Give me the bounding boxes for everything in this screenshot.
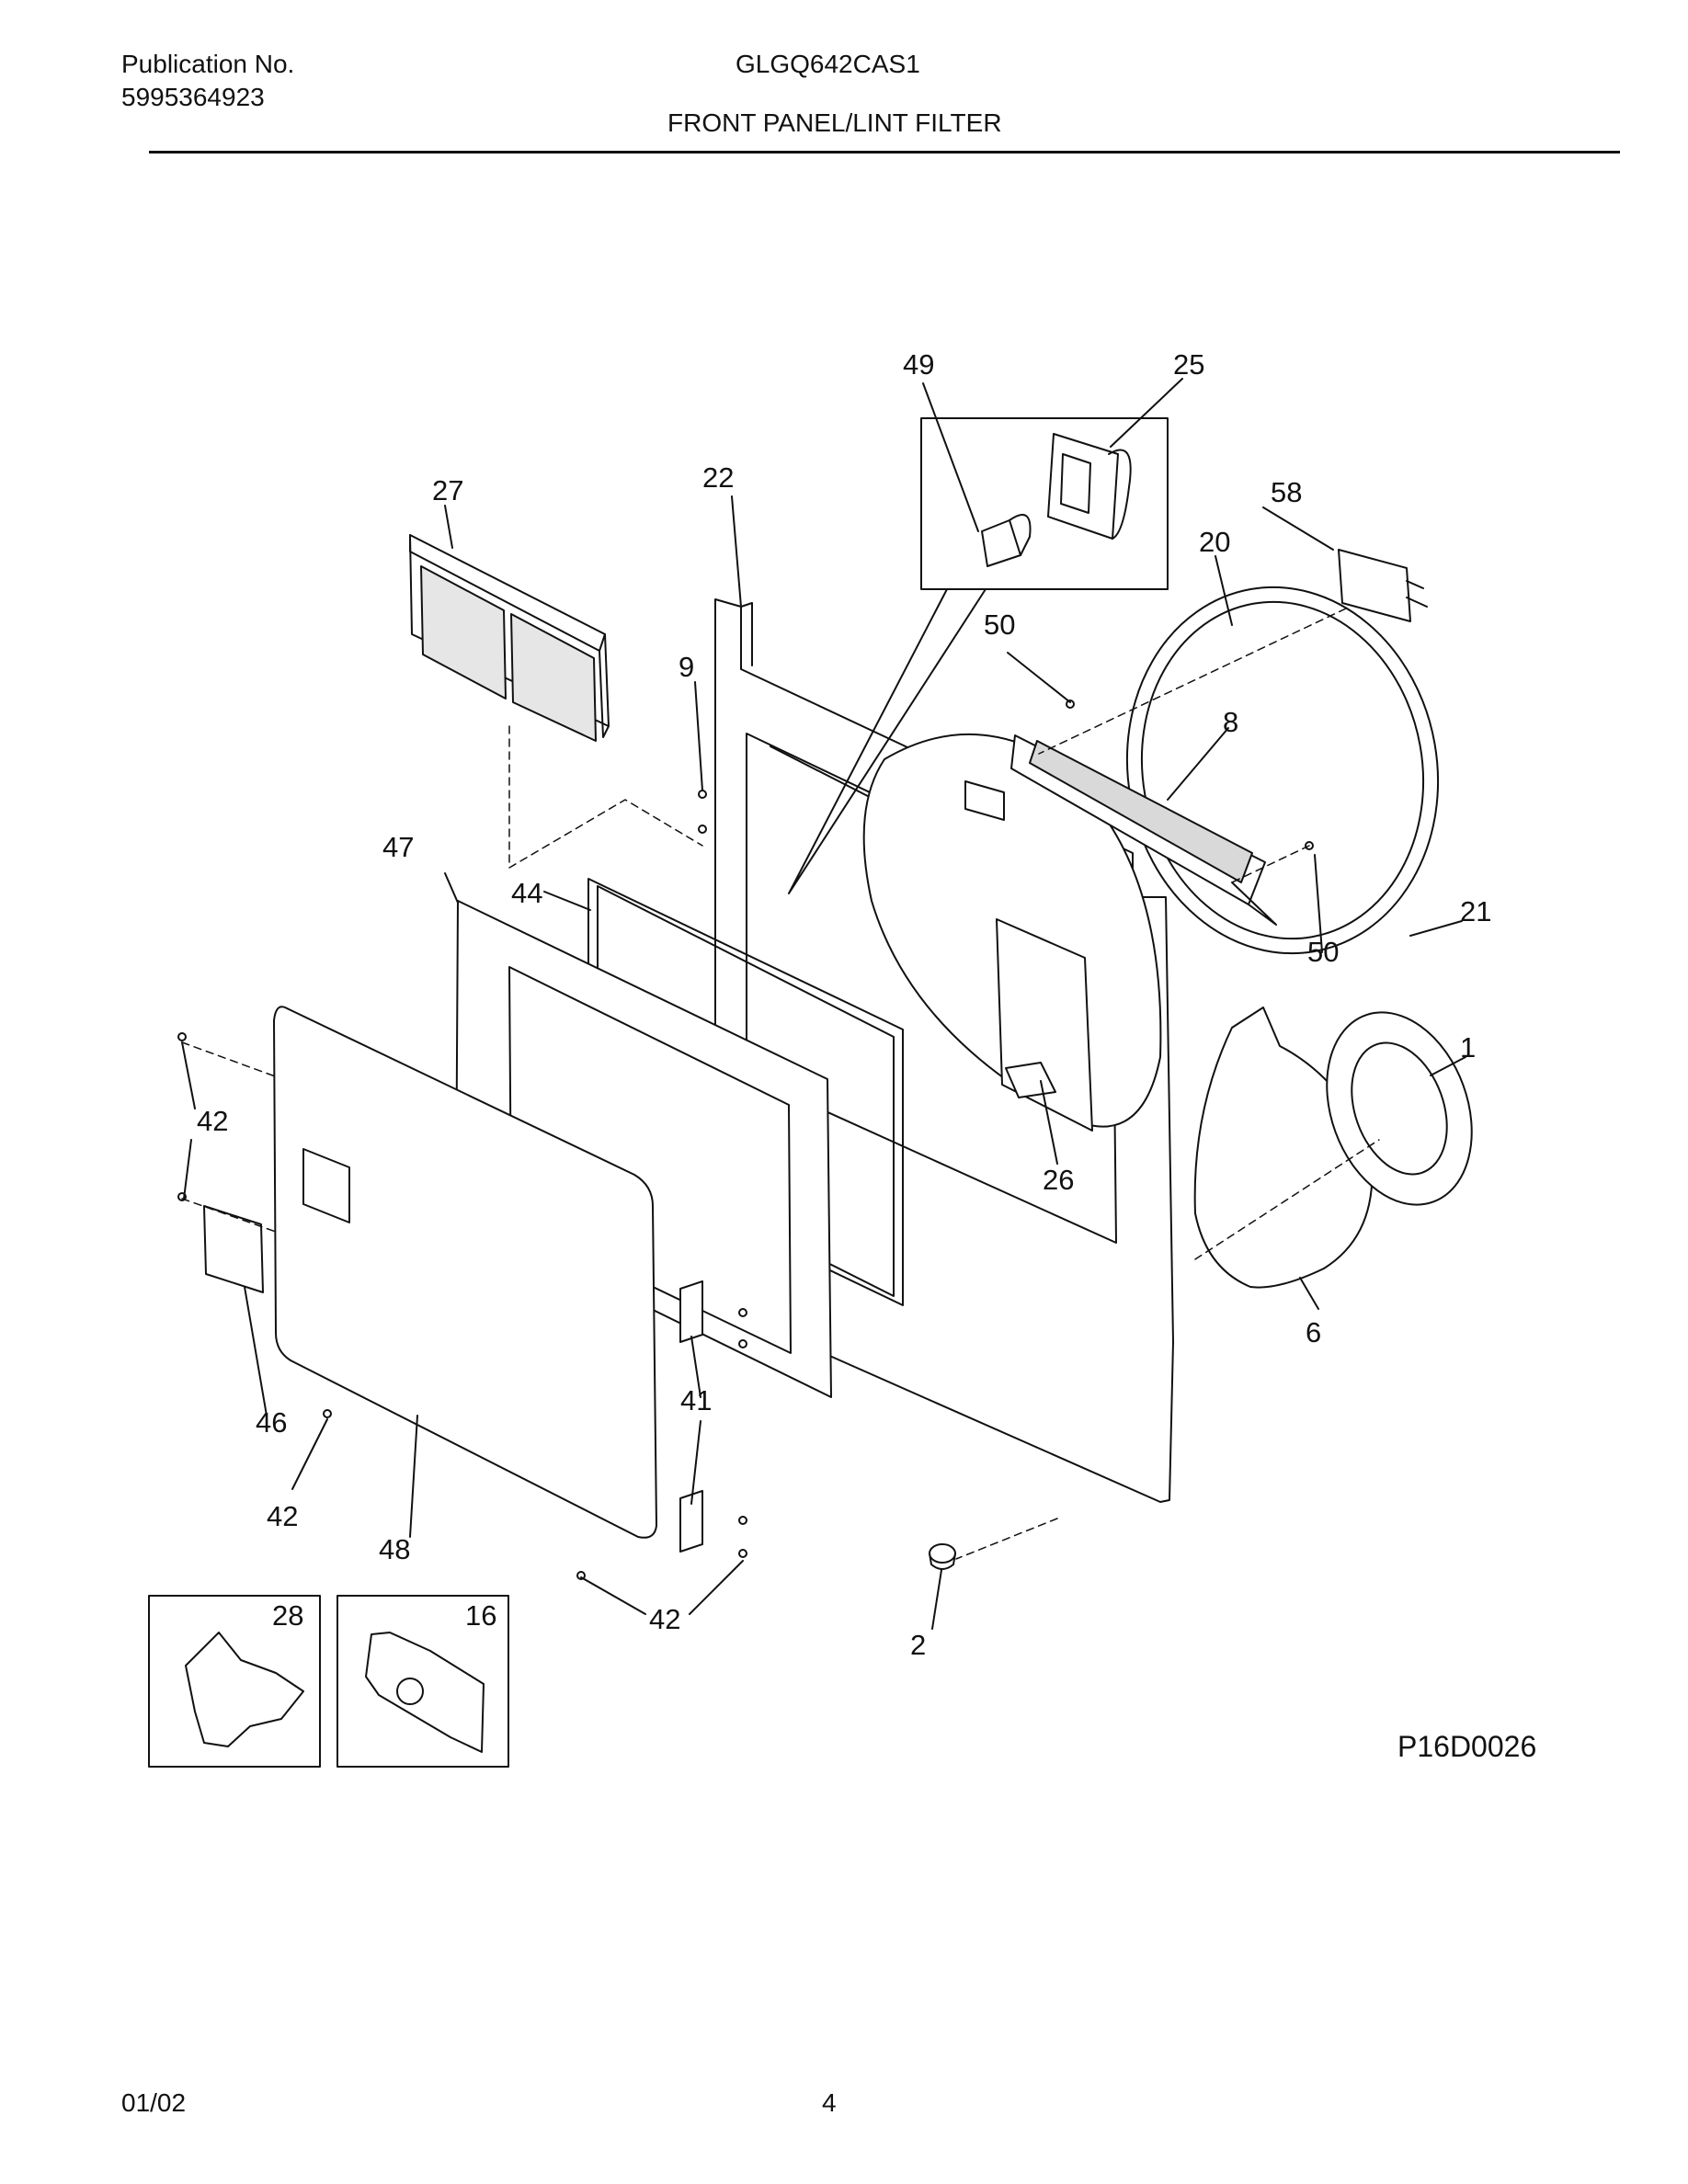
publication-label: Publication No. xyxy=(121,50,295,78)
header-rule xyxy=(149,151,1620,154)
callout-50-lower: 50 xyxy=(1307,936,1339,968)
door-switch-part xyxy=(981,433,1132,567)
assembly-dashes xyxy=(181,608,1380,1560)
callout-8: 8 xyxy=(1223,706,1238,738)
callout-20: 20 xyxy=(1199,526,1230,558)
callout-27: 27 xyxy=(432,474,463,506)
sensor-bracket xyxy=(996,918,1093,1132)
publication-number: 5995364923 xyxy=(121,83,265,111)
callout-42-bottom: 42 xyxy=(649,1603,680,1635)
footer-page-number: 4 xyxy=(822,2088,837,2117)
section-title: FRONT PANEL/LINT FILTER xyxy=(667,108,1002,137)
callout-9: 9 xyxy=(679,651,694,683)
callout-50-upper: 50 xyxy=(984,609,1015,641)
callout-2: 2 xyxy=(910,1629,926,1661)
inset-16-box xyxy=(336,1595,509,1768)
door-handle xyxy=(203,1205,264,1293)
callout-47: 47 xyxy=(382,831,414,863)
callout-46: 46 xyxy=(256,1406,287,1439)
door-hinges xyxy=(679,1280,703,1553)
callout-58: 58 xyxy=(1271,476,1302,508)
inset-28-box xyxy=(148,1595,321,1768)
screws xyxy=(177,700,1314,1580)
leader-lines xyxy=(181,378,1466,1630)
thermostat xyxy=(1338,549,1428,622)
callout-48: 48 xyxy=(379,1533,410,1565)
outer-door xyxy=(273,1006,657,1539)
callout-1: 1 xyxy=(1460,1031,1476,1064)
callout-21: 21 xyxy=(1460,895,1491,927)
leveling-foot xyxy=(929,1543,956,1570)
part-28-drawing xyxy=(185,1632,304,1747)
diagram-code: P16D0026 xyxy=(1397,1730,1537,1763)
callout-42-bottom-left: 42 xyxy=(267,1500,298,1532)
callout-44: 44 xyxy=(511,877,542,909)
callout-26: 26 xyxy=(1043,1164,1074,1196)
part-16-drawing xyxy=(365,1632,485,1753)
callout-25: 25 xyxy=(1173,348,1204,381)
callout-6: 6 xyxy=(1306,1316,1321,1348)
door-switch-inset xyxy=(920,417,1169,590)
callout-41: 41 xyxy=(680,1384,712,1416)
model-number: GLGQ642CAS1 xyxy=(736,50,920,78)
footer-date: 01/02 xyxy=(121,2088,187,2117)
duct-gasket xyxy=(1326,1011,1473,1206)
callout-49: 49 xyxy=(903,348,934,381)
lint-filter xyxy=(409,534,610,742)
lint-housing xyxy=(1010,734,1277,926)
callout-28: 28 xyxy=(272,1599,303,1632)
callout-42-left: 42 xyxy=(197,1105,228,1137)
callout-22: 22 xyxy=(702,461,734,494)
callout-16: 16 xyxy=(465,1599,496,1632)
